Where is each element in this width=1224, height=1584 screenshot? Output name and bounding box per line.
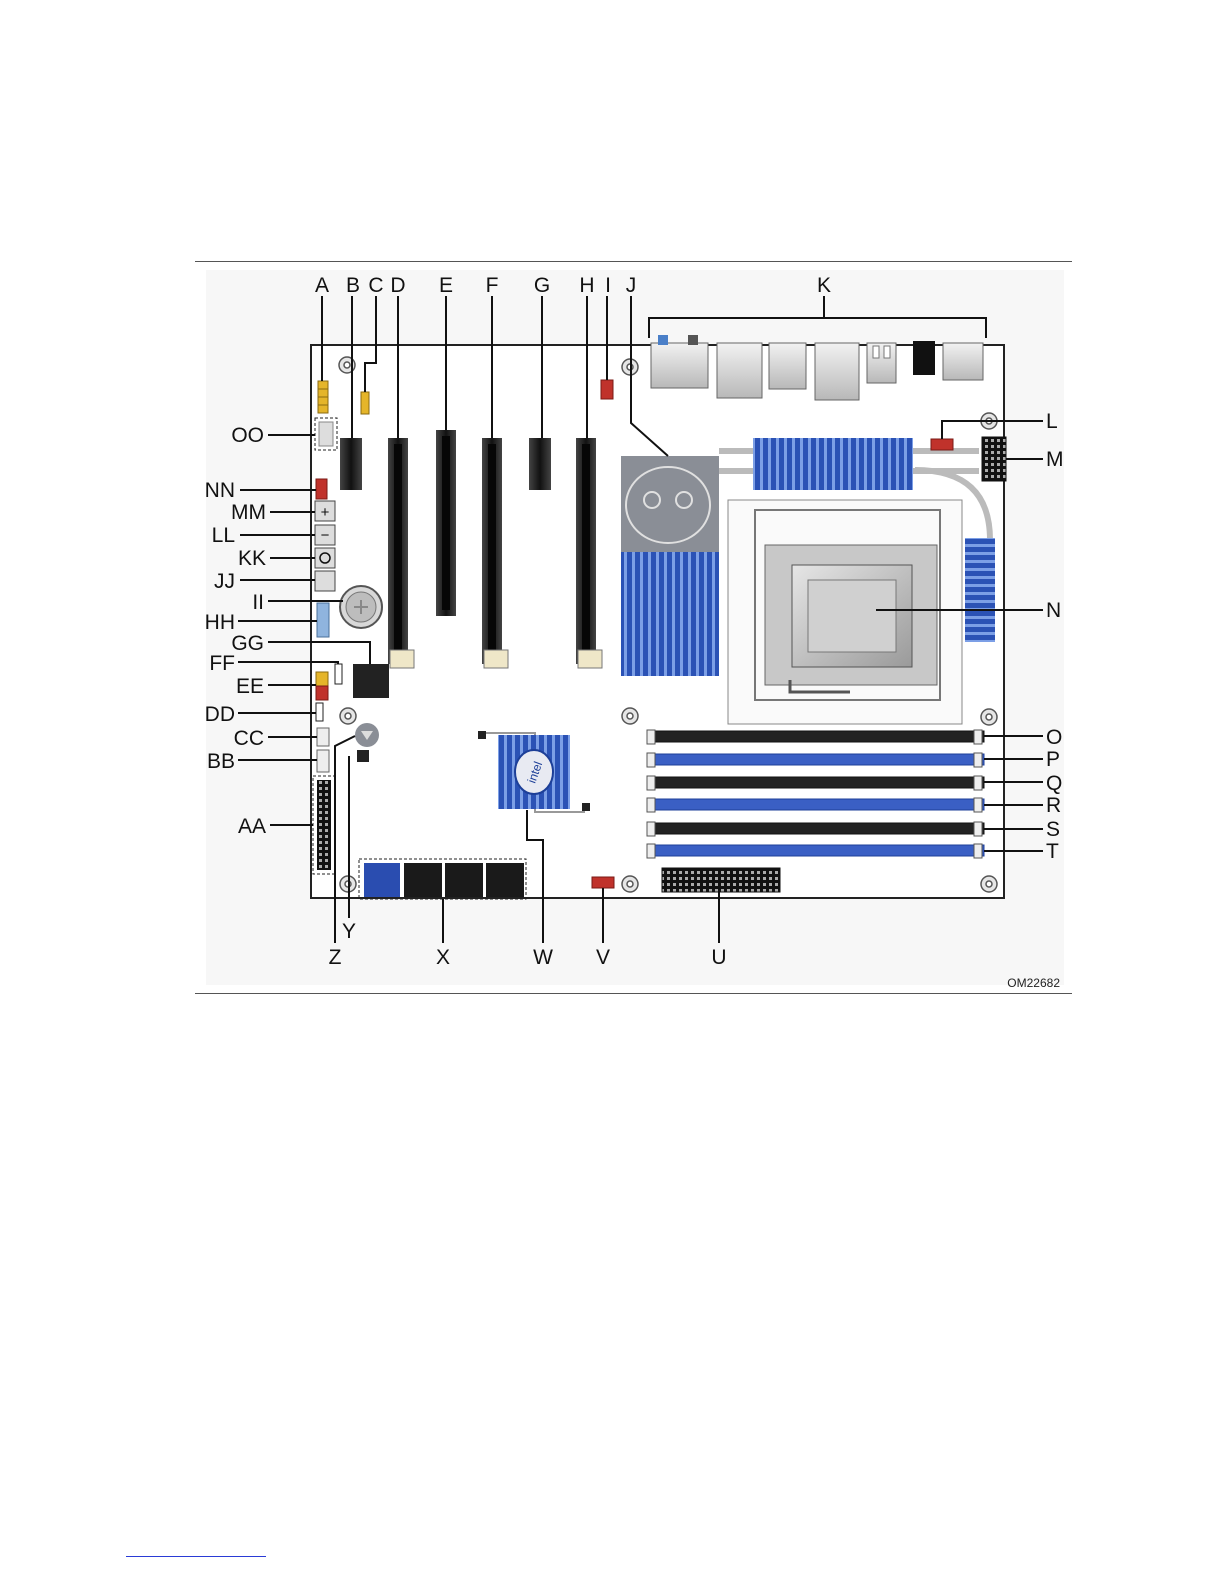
fan-header-v — [592, 877, 614, 888]
fan-header-nn — [316, 479, 327, 499]
callout-d: D — [390, 274, 405, 297]
callout-q: Q — [1046, 772, 1062, 795]
callout-mm: MM — [231, 501, 266, 524]
callout-l: L — [1046, 410, 1058, 433]
callout-w: W — [533, 946, 553, 969]
pcie-x1-slot-b — [340, 438, 362, 490]
callout-hh: HH — [205, 611, 235, 634]
footer-link-underline[interactable] — [126, 1556, 266, 1557]
speaker-cc — [355, 723, 379, 747]
callout-dd: DD — [205, 703, 235, 726]
atx-power-connector-u — [662, 868, 780, 892]
callout-a: A — [315, 274, 329, 297]
header-dd — [316, 703, 323, 721]
callout-j: J — [626, 274, 637, 297]
callout-ff: FF — [209, 652, 235, 675]
callout-aa: AA — [238, 815, 266, 838]
callout-cc: CC — [234, 727, 264, 750]
figure-id: OM22682 — [1007, 976, 1060, 990]
callout-s: S — [1046, 818, 1060, 841]
power-connector-m — [982, 437, 1006, 481]
callout-e: E — [439, 274, 453, 297]
callout-c: C — [368, 274, 383, 297]
header-ff — [335, 664, 342, 684]
pcie-x1-slot-g — [529, 438, 551, 490]
callout-x: X — [436, 946, 450, 969]
pci-slot-e — [436, 430, 456, 616]
callout-v: V — [596, 946, 610, 969]
power-minus-glyph: − — [321, 527, 330, 544]
header-cc — [317, 728, 329, 746]
callout-f: F — [486, 274, 499, 297]
callout-h: H — [579, 274, 594, 297]
callout-m: M — [1046, 448, 1064, 471]
callout-jj: JJ — [214, 570, 235, 593]
power-plus-glyph: + — [321, 504, 330, 521]
callout-z: Z — [329, 946, 342, 969]
fan-header-l — [931, 439, 953, 450]
callout-r: R — [1046, 794, 1061, 817]
callout-ii: II — [252, 591, 264, 614]
callout-t: T — [1046, 840, 1059, 863]
header-c — [361, 392, 369, 414]
callout-b: B — [346, 274, 360, 297]
callout-o: O — [1046, 726, 1062, 749]
cpu-socket-n — [728, 500, 962, 724]
callout-oo: OO — [231, 424, 264, 447]
battery-ii — [340, 586, 382, 628]
callout-i: I — [605, 274, 611, 297]
header-bb — [317, 750, 329, 772]
callout-y: Y — [342, 920, 356, 943]
header-ee — [316, 672, 328, 700]
chipset-heatsink-j — [621, 456, 719, 676]
jumper-y — [357, 750, 369, 762]
callout-nn: NN — [205, 479, 235, 502]
fan-header-i — [601, 380, 613, 399]
header-hh — [317, 603, 329, 637]
callout-ll: LL — [212, 524, 235, 547]
callout-p: P — [1046, 748, 1060, 771]
callout-k: K — [817, 274, 831, 297]
callout-bb: BB — [207, 750, 235, 773]
callout-gg: GG — [231, 632, 264, 655]
chip-gg — [353, 664, 389, 698]
callout-n: N — [1046, 599, 1061, 622]
callout-kk: KK — [238, 547, 266, 570]
header-a — [318, 381, 328, 413]
callout-ee: EE — [236, 675, 264, 698]
callout-g: G — [534, 274, 550, 297]
callout-u: U — [711, 946, 726, 969]
